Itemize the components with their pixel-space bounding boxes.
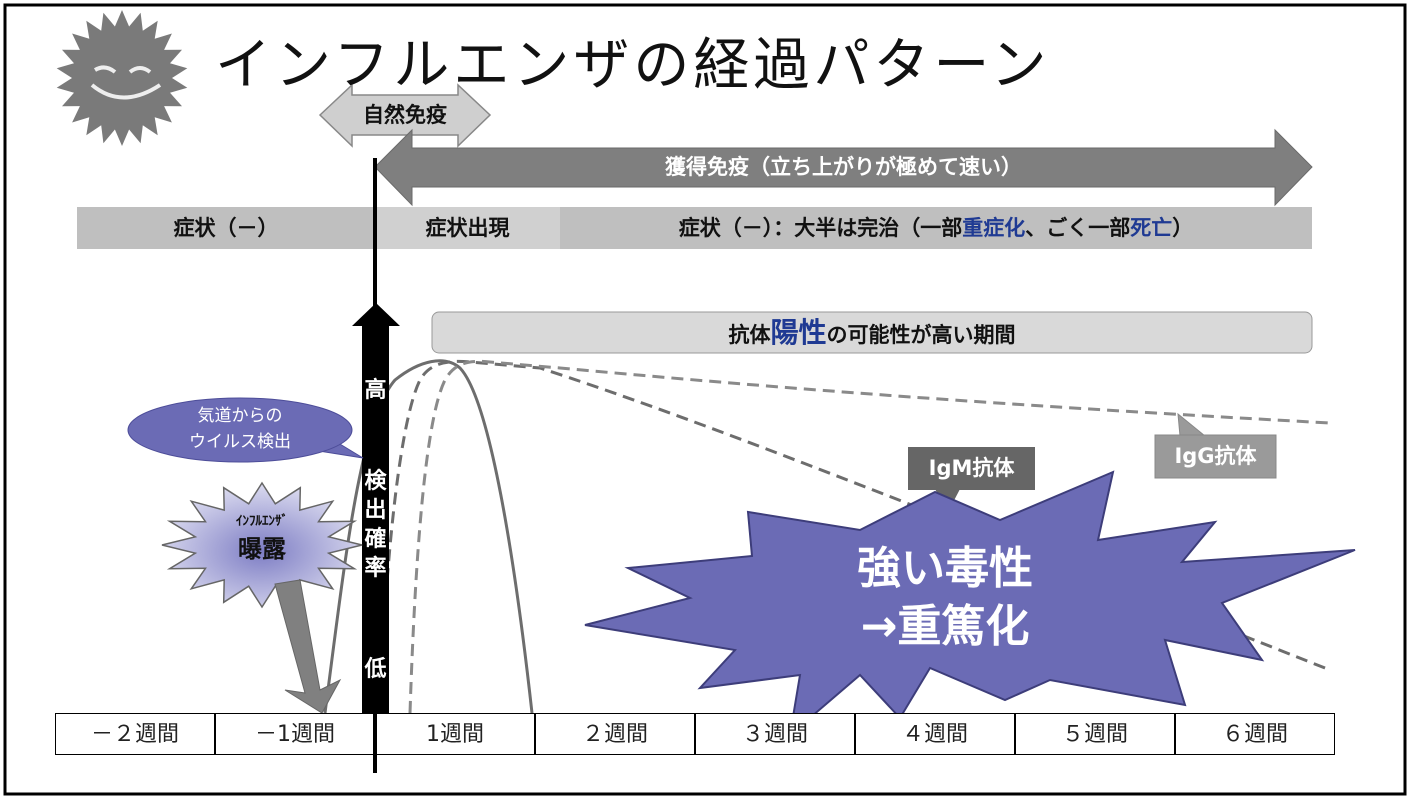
virulence-text: 強い毒性 →重篤化 [800, 540, 1090, 656]
igm-label: IgM抗体 [928, 456, 1015, 480]
symptom-after-mid: 、ごく一部 [1025, 216, 1131, 240]
virus-detection-curve [323, 359, 534, 714]
timeline-cell: －２週間 [55, 713, 215, 755]
timeline-cell: ３週間 [695, 713, 855, 755]
acquired-immunity-arrow [374, 128, 1313, 207]
virus-icon [56, 10, 188, 146]
symptom-after-prefix: 症状（－）：大半は完治（一部 [678, 216, 963, 240]
airway-callout-line2: ウイルス検出 [189, 432, 291, 452]
death-text: 死亡 [1130, 216, 1173, 240]
exposure-text: ｲﾝﾌﾙｴﾝｻﾞ 曝露 [200, 510, 324, 564]
exposure-arrow [274, 579, 342, 714]
airway-callout-line1: 気道からの [197, 406, 283, 426]
symptom-after-suffix: ） [1172, 216, 1194, 240]
timeline-cell: －1週間 [215, 713, 375, 755]
symptom-onset-label: 症状出現 [425, 216, 510, 240]
innate-immunity-label: 自然免疫 [363, 103, 447, 127]
onset-line-lower [373, 713, 377, 773]
symptom-bar-before [77, 207, 375, 249]
timeline-cell: ２週間 [535, 713, 695, 755]
innate-immunity-arrow [318, 83, 492, 148]
detection-label-4: 率 [364, 556, 387, 581]
exposure-main-label: 曝露 [238, 535, 286, 563]
virulence-line2: →重篤化 [860, 601, 1030, 652]
timeline-cell: ４週間 [855, 713, 1015, 755]
detection-high-label: 高 [364, 378, 387, 403]
frame-border [3, 3, 1407, 796]
timeline-cell: ６週間 [1175, 713, 1335, 755]
severe-text: 重症化 [962, 216, 1026, 240]
detection-probability-arrow [352, 303, 400, 713]
symptom-after-label: 症状（－）：大半は完治（一部重症化、ごく一部死亡） [560, 207, 1312, 249]
airway-callout-text: 気道からの ウイルス検出 [128, 403, 352, 455]
symptom-bar-onset [375, 207, 560, 249]
acquired-immunity-label: 獲得免疫（立ち上がりが極めて速い） [665, 155, 1022, 179]
igg-label: IgG抗体 [1174, 444, 1257, 468]
detection-label-2: 出 [364, 498, 387, 523]
symptom-before-label: 症状（－） [173, 216, 279, 240]
positive-text: 陽性 [770, 316, 827, 349]
antibody-suffix: の可能性が高い期間 [826, 323, 1016, 347]
timeline-cell: 1週間 [375, 713, 535, 755]
antibody-period-label: 抗体陽性の可能性が高い期間 [432, 312, 1312, 353]
igg-curve [408, 359, 1331, 714]
symptom-bar-after [560, 207, 1312, 249]
airway-detection-callout [127, 397, 364, 463]
igg-label-box [1154, 412, 1277, 479]
detection-label-3: 確 [364, 527, 387, 552]
page-title: インフルエンザの経過パターン [215, 33, 1051, 98]
exposure-burst [161, 481, 363, 609]
virulence-line1: 強い毒性 [857, 543, 1033, 594]
detection-low-label: 低 [364, 657, 387, 682]
exposure-small-label: ｲﾝﾌﾙｴﾝｻﾞ [236, 514, 288, 529]
detection-label-1: 検 [364, 469, 387, 494]
antibody-period-bar [431, 311, 1313, 354]
timeline-cell: ５週間 [1015, 713, 1175, 755]
antibody-prefix: 抗体 [728, 323, 771, 347]
